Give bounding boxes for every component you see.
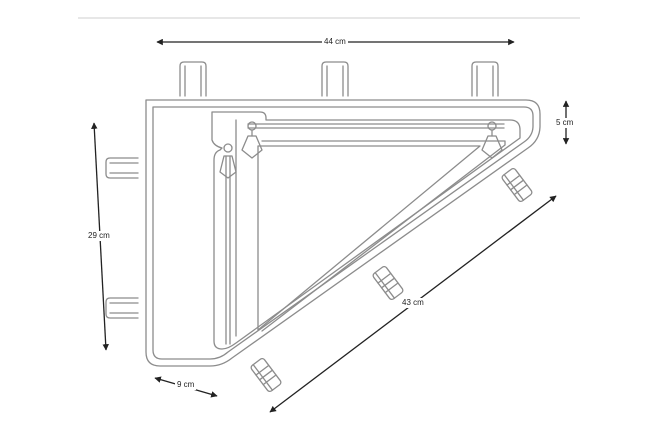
diagonal-buckle-middle: [372, 265, 404, 301]
top-strap-right: [471, 61, 499, 97]
top-strap-left: [179, 61, 207, 97]
width-label: 44 cm: [322, 37, 348, 47]
side-strap-lower: [105, 297, 139, 319]
depth-label: 5 cm: [554, 118, 576, 128]
diagonal-buckle-lower: [250, 357, 282, 393]
inner-triangle: [257, 145, 481, 331]
bottom-label: 9 cm: [175, 380, 197, 390]
height-label: 29 cm: [86, 231, 112, 241]
zipper-pull-top-left: [241, 121, 263, 159]
diagonal-label: 43 cm: [400, 298, 426, 308]
zipper-pull-side: [219, 143, 237, 179]
zip-panel-outline: [211, 111, 521, 350]
bag-inner-outline: [152, 106, 534, 360]
top-strap-middle: [321, 61, 349, 97]
zipper-track: [225, 123, 505, 345]
zipper-pull-top-right: [481, 121, 503, 159]
diagonal-buckle-upper: [501, 167, 533, 203]
bag-outer-outline: [145, 99, 541, 367]
side-strap-upper: [105, 157, 139, 179]
